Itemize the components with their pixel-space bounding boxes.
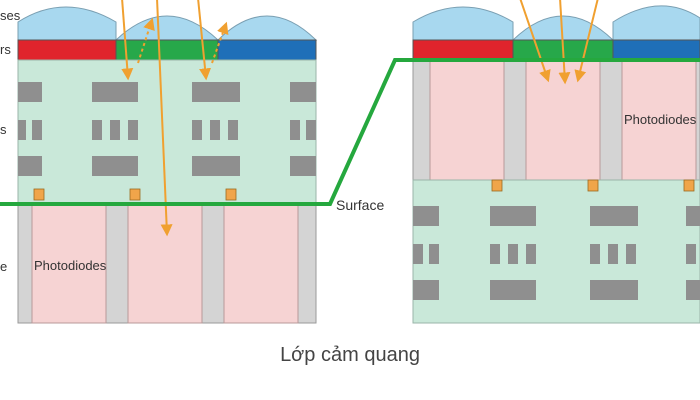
wiring-layer-label: s: [0, 122, 7, 137]
microlens: [216, 15, 318, 41]
contact-pad: [683, 179, 695, 192]
wire-block: [508, 244, 518, 264]
wire-block: [110, 120, 120, 140]
photodiode-label: Photodiodes: [34, 258, 107, 273]
wire-block: [413, 244, 423, 264]
microlens: [412, 6, 514, 41]
microlens: [612, 5, 700, 41]
wire-block: [626, 244, 636, 264]
wire-block: [413, 280, 439, 300]
contact-pad: [225, 188, 237, 201]
wire-block: [192, 156, 240, 176]
photodiode-label: Photodiodes: [624, 112, 697, 127]
wire-block: [192, 120, 202, 140]
wire-block: [32, 120, 42, 140]
surface-line: [0, 58, 700, 206]
wire-block: [490, 206, 536, 226]
light-ray: [574, 0, 599, 83]
microlens: [114, 15, 220, 41]
wire-block: [608, 244, 618, 264]
wire-block: [228, 120, 238, 140]
wire-block: [92, 82, 138, 102]
wire-block: [92, 156, 138, 176]
wire-block: [192, 82, 240, 102]
wire-block: [686, 244, 696, 264]
wire-block: [290, 82, 316, 102]
wire-block: [306, 120, 316, 140]
lens-layer-label: ses: [0, 8, 21, 23]
blue-filter: [612, 39, 700, 61]
wire-block: [290, 120, 300, 140]
wire-block: [429, 244, 439, 264]
scattered-light-ray: [137, 17, 155, 64]
wire-block: [290, 156, 316, 176]
caption: Lớp cảm quang: [280, 344, 420, 366]
wiring-layer: [412, 179, 700, 324]
contact-pad: [491, 179, 503, 192]
photodiode: [525, 59, 601, 181]
surface-label: Surface: [336, 197, 384, 213]
wire-block: [590, 206, 638, 226]
microlens: [511, 15, 615, 41]
wiring-layer: [17, 59, 317, 206]
red-filter: [412, 39, 514, 61]
wire-block: [18, 156, 42, 176]
red-filter: [17, 39, 117, 61]
photodiode: [429, 59, 505, 181]
left-sensor-panel: Photodiodes ses rs s e: [0, 0, 318, 324]
scattered-light-ray: [211, 21, 229, 64]
photodiode: [621, 59, 697, 181]
wire-block: [590, 280, 638, 300]
contact-pad: [33, 188, 45, 201]
wire-block: [686, 280, 700, 300]
sensor-comparison-diagram: Photodiodes ses rs s e Photodiodes: [0, 0, 700, 324]
wire-block: [210, 120, 220, 140]
wire-block: [92, 120, 102, 140]
photodiode: [223, 204, 299, 324]
wire-block: [18, 82, 42, 102]
wire-block: [590, 244, 600, 264]
light-ray: [156, 0, 173, 237]
wire-block: [413, 206, 439, 226]
wire-block: [526, 244, 536, 264]
photodiode-layer-label: e: [0, 259, 7, 274]
light-rays-right: [519, 0, 599, 85]
light-ray: [121, 0, 134, 81]
photodiode: [127, 204, 203, 324]
light-ray: [558, 0, 571, 85]
blue-filter: [217, 39, 317, 61]
light-ray: [519, 0, 551, 83]
filter-layer-label: rs: [0, 42, 11, 57]
light-ray: [197, 0, 212, 81]
right-sensor-panel: Photodiodes: [412, 0, 700, 324]
microlens: [17, 6, 117, 41]
wire-block: [490, 244, 500, 264]
wire-block: [490, 280, 536, 300]
contact-pad: [587, 179, 599, 192]
wire-block: [18, 120, 26, 140]
wire-block: [128, 120, 138, 140]
wire-block: [686, 206, 700, 226]
light-rays-left: [121, 0, 229, 237]
contact-pad: [129, 188, 141, 201]
